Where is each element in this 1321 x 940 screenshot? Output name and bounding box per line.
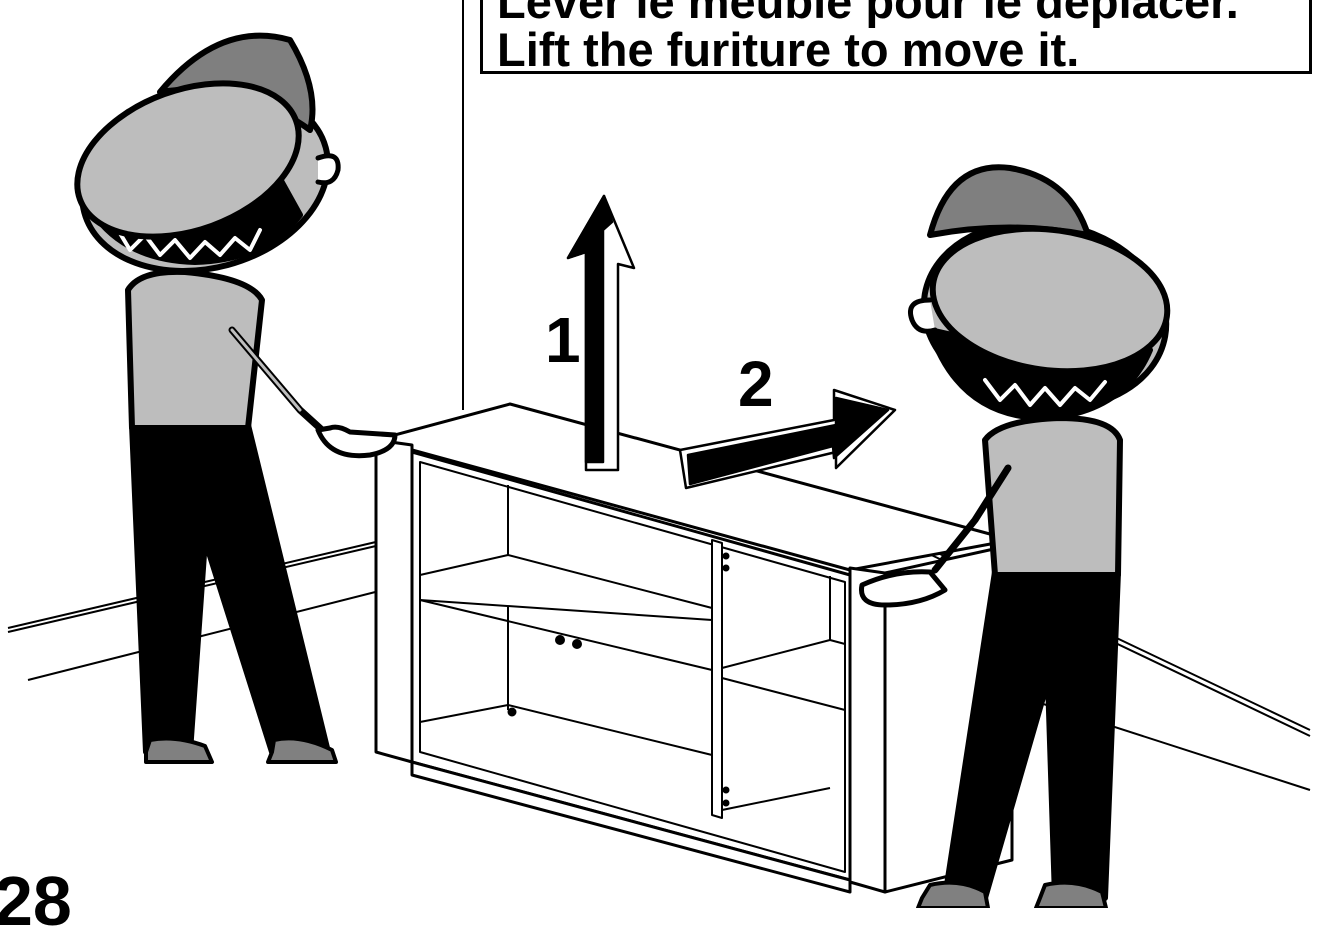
assembly-illustration: 1 2 bbox=[0, 0, 1321, 908]
caption-english: Lift the furiture to move it. bbox=[497, 26, 1309, 74]
left-person bbox=[56, 36, 395, 762]
caption-box: Lever le meuble pour le déplacer. Lift t… bbox=[480, 0, 1312, 74]
page-number: 28 bbox=[0, 866, 72, 936]
step-1-label: 1 bbox=[545, 304, 581, 376]
move-arrow-icon bbox=[680, 390, 895, 488]
step-2-label: 2 bbox=[738, 348, 774, 420]
